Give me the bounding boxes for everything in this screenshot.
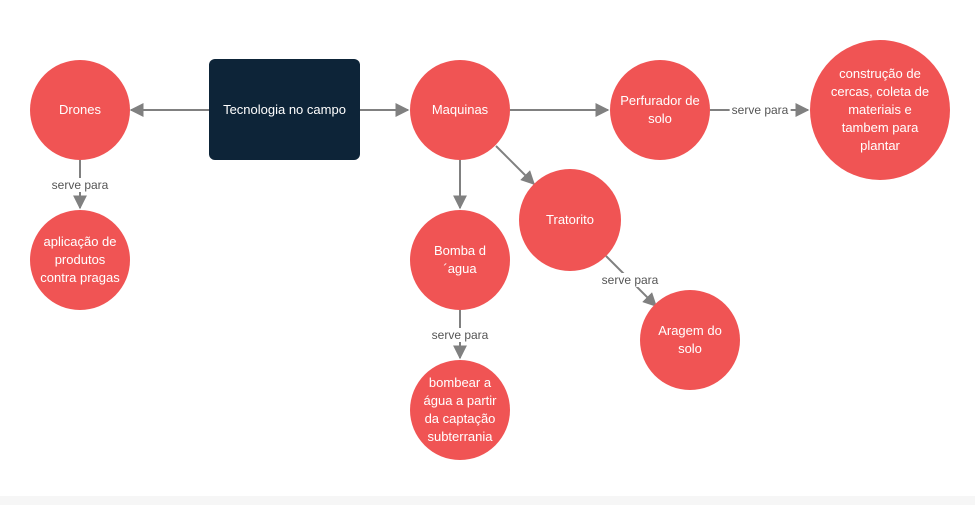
bomba-node[interactable]: Bomba d´agua [410, 210, 510, 310]
maquinas-node[interactable]: Maquinas [410, 60, 510, 160]
bomba-node-label: Bomba d´agua [433, 243, 487, 276]
maquinas-node-label: Maquinas [431, 102, 489, 117]
aragem-node-label: Aragem do solo [658, 323, 722, 356]
edge-maquinas-tratorito [495, 145, 535, 185]
tratorito-node-label: Tratorito [546, 212, 594, 227]
bombear-node-label: bombear a água a partir da captação subt… [423, 375, 497, 444]
bombear-node[interactable]: bombear a água a partir da captação subt… [410, 360, 510, 460]
edge-label-drones-aplicacao: serve para [49, 178, 111, 192]
aplicacao-node[interactable]: aplicação de produtos contra pragas [30, 210, 130, 310]
edge-label-perfurador-construcao: serve para [729, 103, 791, 117]
drones-node[interactable]: Drones [30, 60, 130, 160]
footer-strip [0, 496, 975, 505]
aragem-node[interactable]: Aragem do solo [640, 290, 740, 390]
perfurador-node[interactable]: Perfurador de solo [610, 60, 710, 160]
drones-node-label: Drones [59, 102, 101, 117]
aplicacao-node-label: aplicação de produtos contra pragas [40, 234, 120, 285]
root-node-label: Tecnologia no campo [223, 101, 346, 117]
root-node[interactable]: Tecnologia no campo [209, 59, 360, 160]
construcao-node[interactable]: construção de cercas, coleta de materiai… [810, 40, 950, 180]
tratorito-node[interactable]: Tratorito [519, 169, 621, 271]
perfurador-node-label: Perfurador de solo [620, 93, 700, 126]
construcao-node-label: construção de cercas, coleta de materiai… [830, 66, 930, 153]
edge-label-tratorito-aragem: serve para [599, 273, 661, 287]
edge-label-bomba-bombear: serve para [429, 328, 491, 342]
